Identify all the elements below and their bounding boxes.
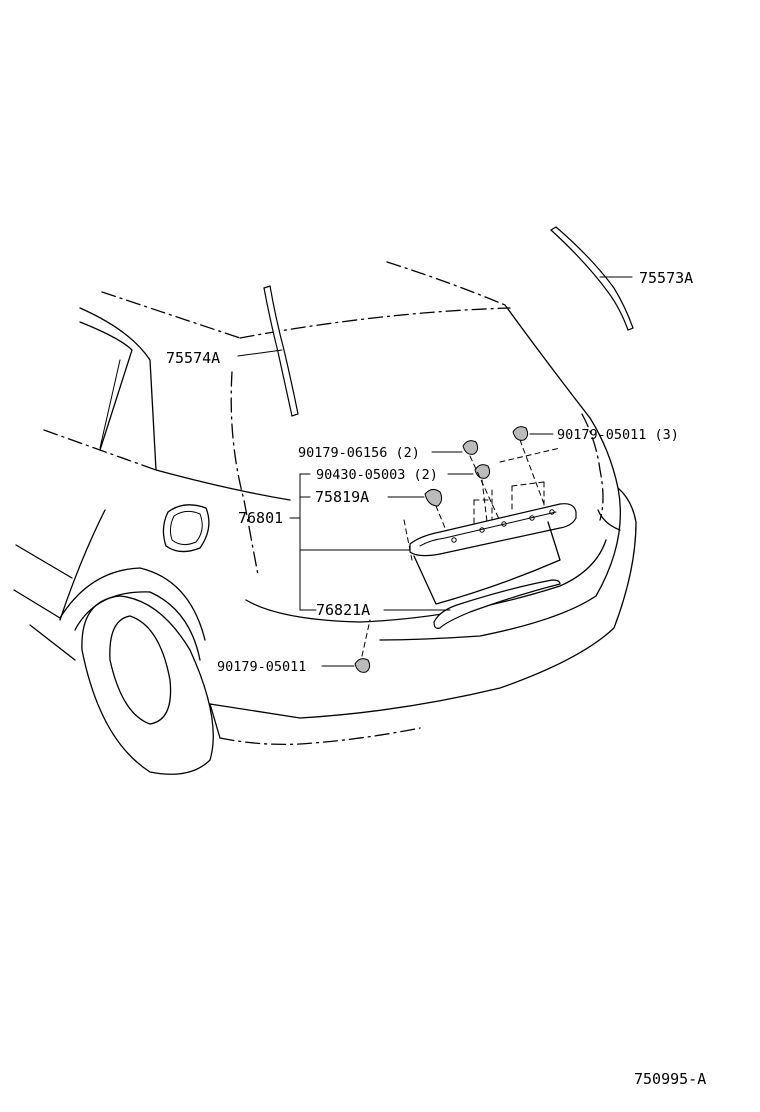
clip-90179-06156[interactable]: 90179-06156 (2) xyxy=(298,440,479,461)
nut-90430-05003[interactable]: 90430-05003 (2) xyxy=(316,464,491,483)
label-75819A: 75819A xyxy=(315,488,369,506)
clip-75819A[interactable]: 75819A xyxy=(315,488,443,507)
clip-90179-05011-lower[interactable]: 90179-05011 xyxy=(217,619,371,675)
label-75573A: 75573A xyxy=(639,269,693,287)
label-76821A: 76821A xyxy=(316,601,370,619)
label-76801: 76801 xyxy=(238,509,283,527)
part-75573A[interactable]: 75573A xyxy=(550,226,693,331)
clip-90179-05011-upper[interactable]: 90179-05011 (3) xyxy=(512,426,679,443)
garnish-76801[interactable] xyxy=(409,503,577,605)
label-90179-06156: 90179-06156 (2) xyxy=(298,445,420,461)
label-75574A: 75574A xyxy=(166,349,220,367)
part-75574A[interactable]: 75574A xyxy=(166,285,299,417)
label-90179-05011-lower: 90179-05011 xyxy=(217,659,306,675)
moulding-76821A[interactable]: 76821A xyxy=(316,579,561,629)
label-90430-05003: 90430-05003 (2) xyxy=(316,467,438,483)
drawing-number: 750995-A xyxy=(634,1070,706,1088)
label-90179-05011-upper: 90179-05011 (3) xyxy=(557,427,679,443)
bracket-76801: 76801 xyxy=(238,473,411,611)
